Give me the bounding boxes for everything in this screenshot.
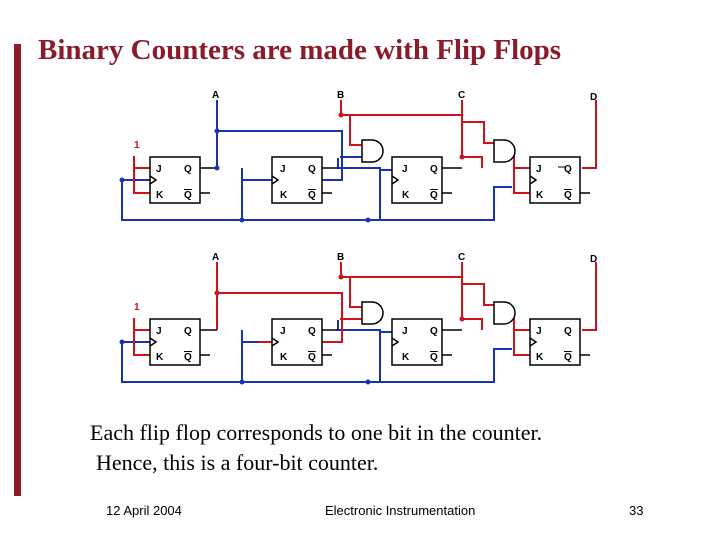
pin-j: J — [536, 164, 542, 175]
flip-flop-2 — [271, 156, 323, 204]
flip-flop-4 — [529, 318, 581, 366]
red-wires — [133, 262, 597, 356]
clock-marker — [149, 337, 158, 347]
pin-k: K — [280, 190, 288, 201]
pin-j: J — [280, 326, 286, 337]
and-gate — [493, 139, 516, 163]
pin-k: K — [402, 190, 410, 201]
pin-q: Q — [184, 164, 192, 175]
and-gate — [361, 301, 384, 325]
caption-line-1: Each flip flop corresponds to one bit in… — [90, 420, 543, 445]
counter-diagram-1: A B C D 1 — [119, 90, 597, 223]
pin-q: Q — [430, 164, 438, 175]
pin-labels-row-1: J K Q Q J K Q Q J K Q Q J K Q Q — [156, 164, 572, 201]
stage-label-a: A — [212, 252, 219, 263]
slide-title: Binary Counters are made with Flip Flops — [38, 34, 562, 66]
footer-page-number: 33 — [629, 503, 644, 518]
logic-one-label: 1 — [134, 140, 140, 151]
slide-side-bar — [14, 44, 21, 496]
pin-q: Q — [308, 326, 316, 337]
caption-line-2: Hence, this is a four-bit counter. — [96, 450, 379, 475]
stage-label-b: B — [337, 90, 344, 101]
pin-qbar: Q — [430, 352, 438, 363]
clock-marker — [149, 175, 158, 185]
counter-diagram-2: A B C D 1 — [119, 252, 597, 385]
pin-q: Q — [184, 326, 192, 337]
stage-label-b: B — [337, 252, 344, 263]
stage-label-a: A — [212, 90, 219, 101]
pin-qbar: Q — [184, 190, 192, 201]
flip-flops-row-2 — [149, 301, 590, 366]
pin-q: Q — [564, 326, 572, 337]
stage-label-d: D — [590, 254, 597, 265]
junction-dots — [119, 112, 465, 223]
pin-k: K — [536, 352, 544, 363]
pin-qbar: Q — [308, 352, 316, 363]
pin-j: J — [156, 164, 162, 175]
footer-course: Electronic Instrumentation — [325, 503, 476, 518]
flip-flop-3 — [391, 318, 443, 366]
clock-marker — [391, 175, 400, 185]
flip-flop-2 — [271, 318, 323, 366]
pin-j: J — [536, 326, 542, 337]
clock-marker — [271, 337, 280, 347]
junction-dots — [119, 274, 465, 385]
pin-k: K — [280, 352, 288, 363]
pin-qbar: Q — [184, 352, 192, 363]
pin-q: Q — [308, 164, 316, 175]
pin-j: J — [402, 326, 408, 337]
flip-flop-3 — [391, 156, 443, 204]
blue-wires — [121, 320, 512, 383]
flip-flop-4 — [529, 156, 581, 204]
clock-marker — [529, 175, 538, 185]
stage-label-c: C — [458, 252, 465, 263]
pin-j: J — [402, 164, 408, 175]
flip-flop-1 — [149, 318, 201, 366]
pin-k: K — [402, 352, 410, 363]
pin-j: J — [280, 164, 286, 175]
pin-k: K — [156, 352, 164, 363]
flip-flops-row-1 — [149, 139, 590, 204]
pin-k: K — [536, 190, 544, 201]
pin-q: Q — [430, 326, 438, 337]
flip-flop-1 — [149, 156, 201, 204]
pin-qbar: Q — [564, 190, 572, 201]
stage-label-c: C — [458, 90, 465, 101]
pin-qbar: Q — [308, 190, 316, 201]
pin-j: J — [156, 326, 162, 337]
pin-qbar: Q — [430, 190, 438, 201]
logic-one-label: 1 — [134, 302, 140, 313]
and-gate — [361, 139, 384, 163]
pin-q: Q — [564, 164, 572, 175]
clock-marker — [391, 337, 400, 347]
pin-k: K — [156, 190, 164, 201]
pin-labels-row-2: J K Q Q J K Q Q J K Q Q J K Q Q — [156, 326, 572, 363]
footer-date: 12 April 2004 — [106, 503, 182, 518]
pin-qbar: Q — [564, 352, 572, 363]
stage-label-d: D — [590, 92, 597, 103]
and-gate — [493, 301, 516, 325]
clock-marker — [529, 337, 538, 347]
clock-marker — [271, 175, 280, 185]
